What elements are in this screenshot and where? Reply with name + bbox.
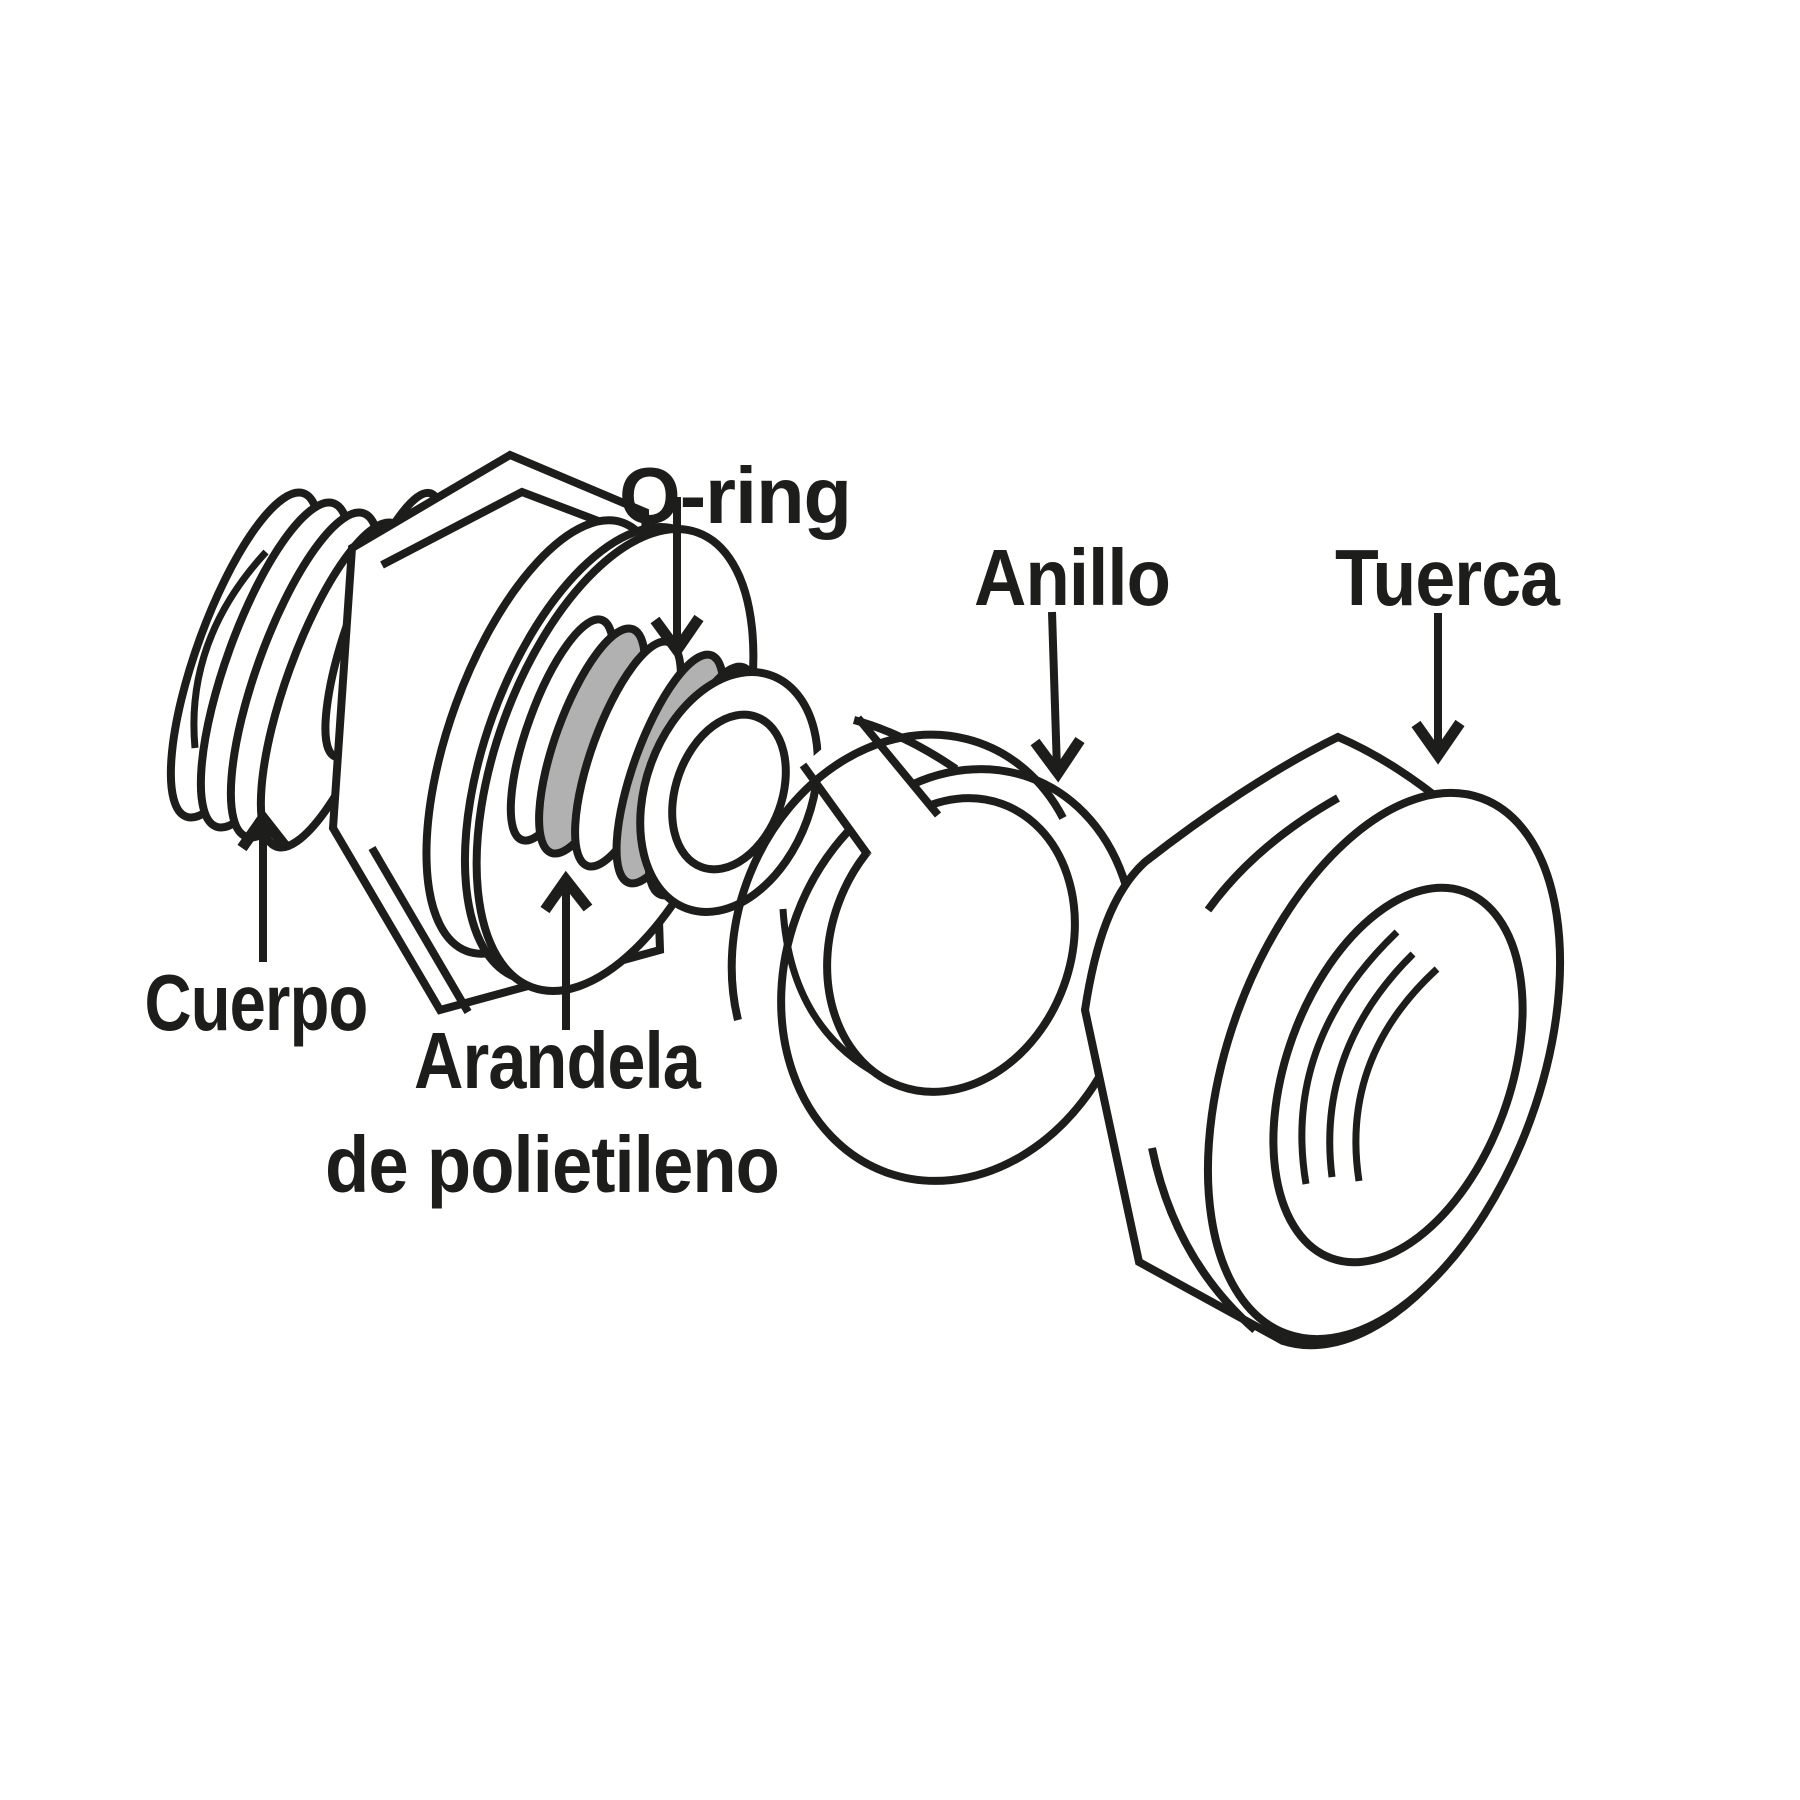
oring-arrow	[650, 497, 704, 660]
thread-end-face-arc	[190, 549, 269, 749]
labels: O-ring Anillo Tuerca Cuerpo Arandela de …	[145, 451, 1562, 1209]
nut-chamfer-upper-left	[1204, 794, 1340, 913]
label-arandela-line1: Arandela	[414, 1016, 701, 1105]
split-ring-part	[727, 715, 1139, 1185]
nut-chamfer-lower-left	[1148, 1147, 1258, 1334]
ring-hole-back-edge	[779, 908, 874, 1075]
callout-arrows	[237, 497, 1465, 1030]
anillo-arrow	[1030, 611, 1085, 783]
label-oring: O-ring	[619, 451, 851, 540]
ring-gap-edge-upper	[854, 715, 942, 818]
nut-part	[1080, 732, 1565, 1350]
ring-back-edge	[727, 730, 1067, 1021]
label-anillo: Anillo	[974, 533, 1170, 622]
ring-gap-cut	[803, 718, 938, 855]
nut-thread-arc-2	[1326, 951, 1416, 1178]
nut-bore	[1269, 883, 1527, 1267]
tuerca-arrow	[1411, 613, 1465, 765]
label-arandela-line2: de polietileno	[325, 1120, 779, 1209]
body-part	[166, 450, 822, 1015]
label-tuerca: Tuerca	[1335, 533, 1560, 622]
hex-chamfer-bottom-line	[368, 845, 472, 1015]
cuerpo-arrow	[237, 808, 290, 962]
hex-chamfer-top-line	[380, 487, 624, 569]
nut-thread-arc-3	[1352, 966, 1440, 1182]
arandela-arrow	[540, 870, 593, 1030]
nut-thread-arc-1	[1298, 929, 1400, 1185]
label-cuerpo: Cuerpo	[145, 958, 368, 1047]
ring-hole	[823, 794, 1079, 1096]
body-barb	[506, 615, 822, 916]
barb-tip-bore	[668, 710, 790, 874]
